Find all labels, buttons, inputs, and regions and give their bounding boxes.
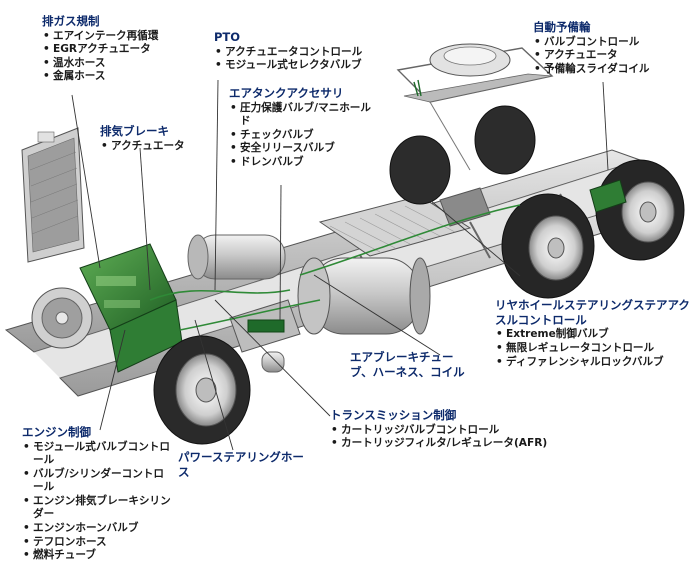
list-item: 温水ホース [42,57,192,71]
label-emission-list: エアインテーク再循環 EGRアクチュエータ 温水ホース 金属ホース [42,30,192,84]
label-emission-control: 排ガス規制 エアインテーク再循環 EGRアクチュエータ 温水ホース 金属ホース [42,14,192,84]
list-item: エンジンホーンバルブ [22,522,172,536]
list-item: テフロンホース [22,536,172,550]
list-item: エアインテーク再循環 [42,30,192,44]
label-pto-list: アクチュエータコントロール モジュール式セレクタバルブ [214,46,362,73]
label-power-steering-hose: パワーステアリングホース [178,450,308,479]
list-item: 金属ホース [42,70,192,84]
label-spare-list: バルブコントロール アクチュエータ 予備輪スライダコイル [533,36,650,77]
leader-lines [71,79,609,451]
label-air-tank-list: 圧力保護バルブ/マニホールド チェックバルブ 安全リリースバルブ ドレンバルブ [229,102,379,170]
list-item: ディファレンシャルロックバルブ [495,356,690,370]
list-item: 燃料チューブ [22,549,172,563]
list-item: モジュール式セレクタバルブ [214,59,362,73]
label-emission-heading: 排ガス規制 [42,14,100,28]
label-engine-list: モジュール式バルブコントロール バルブ/シリンダーコントロール エンジン排気ブレ… [22,441,172,563]
list-item: バルブコントロール [533,36,650,50]
list-item: 圧力保護バルブ/マニホールド [229,102,379,129]
label-exhaust-brake: 排気ブレーキ アクチュエータ [100,124,185,153]
battery-box [229,299,301,373]
label-transmission-list: カートリッジバルブコントロール カートリッジフィルタ/レギュレータ(AFR) [330,424,550,451]
label-rear-wheel-heading: リヤホイールステアリングステアアクスルコントロール [495,298,690,327]
list-item: アクチュエータ [100,140,185,154]
list-item: 安全リリースバルブ [229,142,379,156]
label-rear-wheel-list: Extreme制御バルブ 無限レギュレータコントロール ディファレンシャルロック… [495,328,690,369]
label-auto-spare-wheel: 自動予備輪 バルブコントロール アクチュエータ 予備輪スライダコイル [533,20,650,76]
list-item: カートリッジバルブコントロール [330,424,550,438]
label-exhaust-brake-list: アクチュエータ [100,140,185,154]
front-wheel [153,335,251,445]
list-item: チェックバルブ [229,129,379,143]
list-item: バルブ/シリンダーコントロール [22,468,172,495]
list-item: EGRアクチュエータ [42,43,192,57]
rear-wheels [389,105,685,299]
list-item: アクチュエータ [533,49,650,63]
label-transmission-heading: トランスミッション制御 [330,408,457,422]
list-item: Extreme制御バルブ [495,328,690,342]
radiator [21,127,85,263]
label-air-tank-heading: エアタンクアクセサリ [229,86,344,100]
label-spare-heading: 自動予備輪 [533,20,591,34]
spare-wheel-carrier [396,43,554,171]
label-exhaust-brake-heading: 排気ブレーキ [100,124,169,138]
label-power-steering-heading: パワーステアリングホース [178,450,304,479]
label-pto-heading: PTO [214,30,241,44]
label-engine-heading: エンジン制御 [22,425,91,439]
label-engine-control: エンジン制御 モジュール式バルブコントロール バルブ/シリンダーコントロール エ… [22,425,172,563]
list-item: アクチュエータコントロール [214,46,362,60]
engine-block [31,243,183,373]
label-rear-wheel-steering: リヤホイールステアリングステアアクスルコントロール Extreme制御バルブ 無… [495,298,690,369]
green-hoses [149,204,521,331]
list-item: 予備輪スライダコイル [533,63,650,77]
list-item: 無限レギュレータコントロール [495,342,690,356]
list-item: ドレンバルブ [229,156,379,170]
list-item: モジュール式バルブコントロール [22,441,172,468]
label-pto: PTO アクチュエータコントロール モジュール式セレクタバルブ [214,30,362,73]
label-air-brake-heading: エアブレーキチューブ、ハーネス、コイル [350,350,465,379]
label-air-tank-accessories: エアタンクアクセサリ 圧力保護バルブ/マニホールド チェックバルブ 安全リリース… [229,86,379,169]
label-transmission-control: トランスミッション制御 カートリッジバルブコントロール カートリッジフィルタ/レ… [330,408,550,451]
list-item: カートリッジフィルタ/レギュレータ(AFR) [330,437,550,451]
list-item: エンジン排気ブレーキシリンダー [22,495,172,522]
fuel-tanks [187,234,431,335]
deck-plate [318,195,472,257]
label-air-brake-tubing: エアブレーキチューブ、ハーネス、コイル [350,350,475,379]
